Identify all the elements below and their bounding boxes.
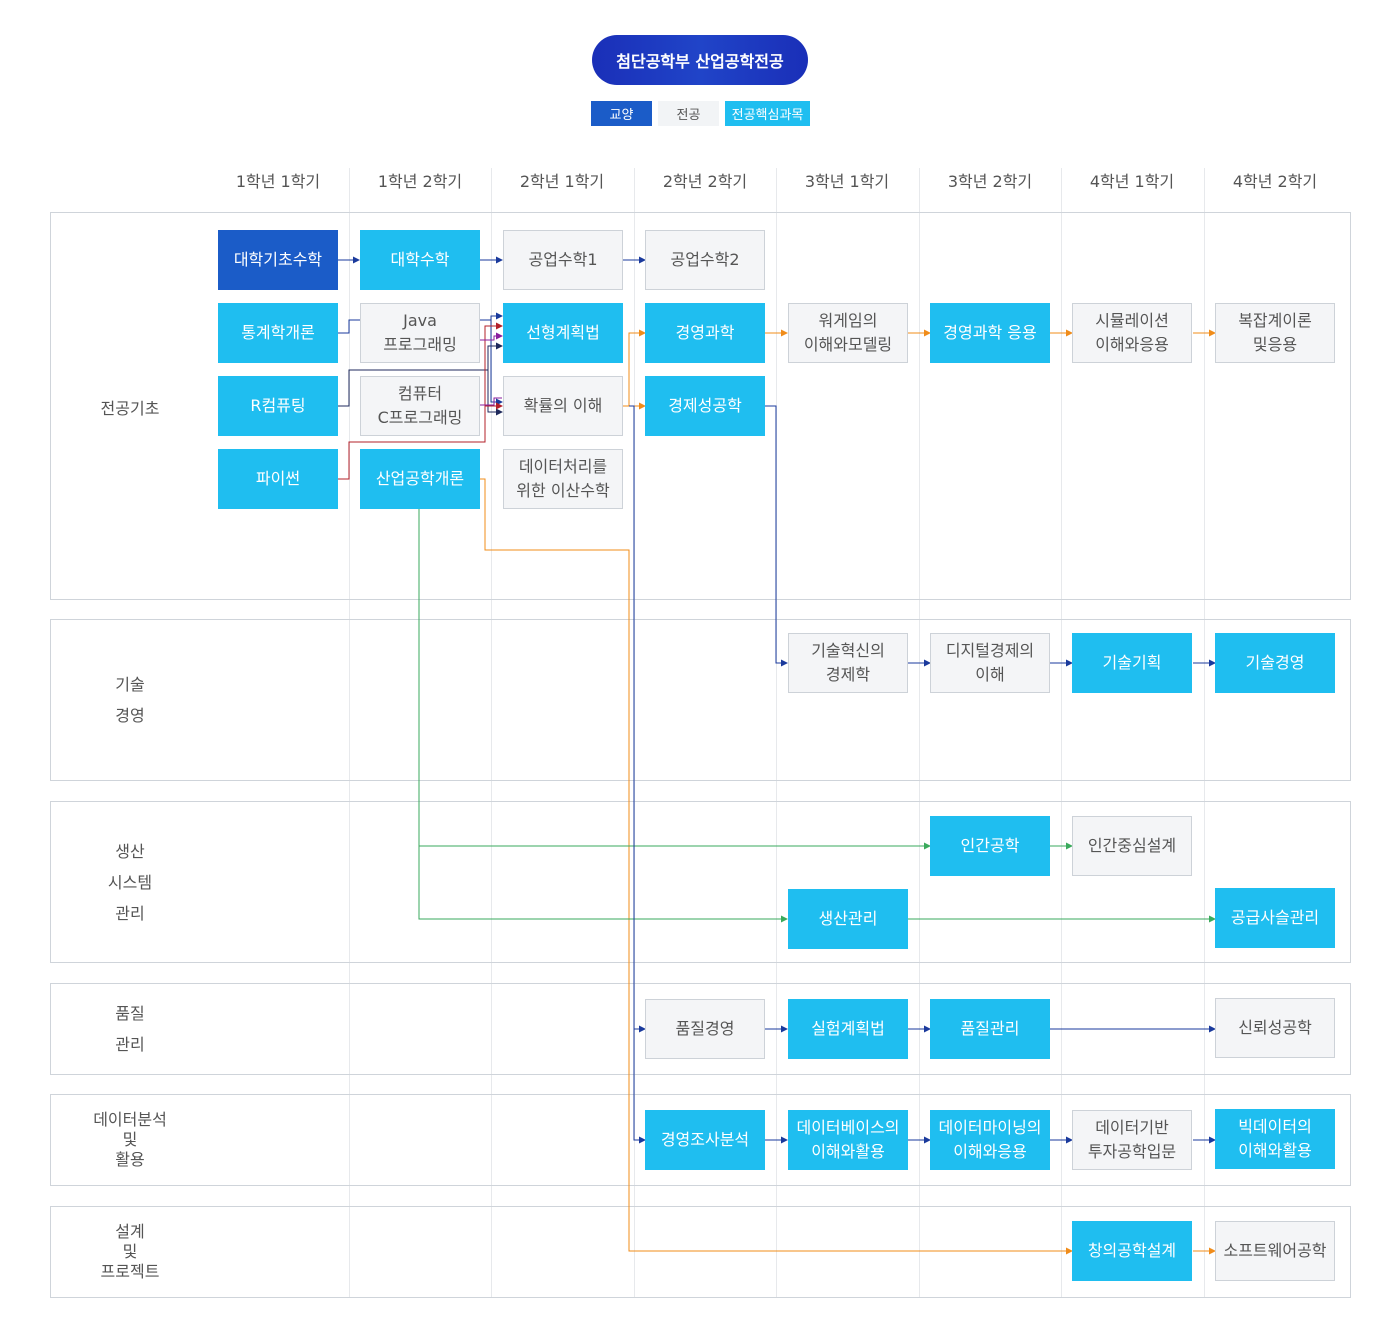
course-reliability-engineering[interactable]: 신뢰성공학 [1215,998,1335,1058]
course-quality-management[interactable]: 품질경영 [645,999,765,1059]
column-divider [1061,168,1062,1298]
course-technology-management[interactable]: 기술경영 [1215,633,1335,693]
course-understanding-probability[interactable]: 확률의 이해 [503,376,623,436]
semester-header: 4학년 2학기 [1232,172,1318,191]
semester-header: 2학년 2학기 [662,172,748,191]
band-tech-management [50,619,1351,781]
legend-major: 전공 [658,101,719,126]
category-label-basics: 전공기초 [100,399,160,418]
course-intro-statistics[interactable]: 통계학개론 [218,303,338,363]
course-python[interactable]: 파이썬 [218,449,338,509]
band-basics [50,212,1351,600]
arrow-r-to-lp [338,342,503,407]
band-production [50,801,1351,963]
course-technology-planning[interactable]: 기술기획 [1072,633,1192,693]
course-business-research[interactable]: 경영조사분석 [645,1110,765,1170]
column-divider [491,168,492,1298]
course-design-of-experiments[interactable]: 실험계획법 [788,999,908,1059]
semester-header: 1학년 1학기 [235,172,321,191]
arrow-prob-to-mgmtsci [623,329,646,407]
arrow-prob-to-survey [633,1029,646,1144]
course-ergonomics[interactable]: 인간공학 [930,816,1050,876]
course-engineering-math-1[interactable]: 공업수학1 [503,230,623,290]
course-supply-chain-management[interactable]: 공급사슬관리 [1215,888,1335,948]
arrow-intro-to-creative-design [480,478,1073,1255]
course-quality-control[interactable]: 품질관리 [930,999,1050,1059]
course-management-science[interactable]: 경영과학 [645,303,765,363]
semester-header: 4학년 1학기 [1089,172,1175,191]
legend-core: 전공핵심과목 [725,101,810,126]
column-divider [919,168,920,1298]
arrow-stats-to-prob [490,320,503,406]
arrow-c-to-prob [480,397,502,406]
course-intro-industrial-engineering[interactable]: 산업공학개론 [360,449,480,509]
course-human-centered-design[interactable]: 인간중심설계 [1072,816,1192,876]
band-quality [50,983,1351,1075]
band-design [50,1206,1351,1298]
course-university-math[interactable]: 대학수학 [360,230,480,290]
course-software-engineering[interactable]: 소프트웨어공학 [1215,1221,1335,1281]
legend-general: 교양 [591,101,652,126]
semester-header: 3학년 2학기 [947,172,1033,191]
column-divider [349,168,350,1298]
course-university-basic-math[interactable]: 대학기초수학 [218,230,338,290]
semester-header: 1학년 2학기 [377,172,463,191]
arrow-r-to-prob [487,370,503,416]
arrow-intro-to-production [418,846,788,923]
course-r-computing[interactable]: R컴퓨팅 [218,376,338,436]
semester-header: 3학년 1학기 [804,172,890,191]
arrow-prob-to-quality-mgmt [629,405,646,1033]
arrow-econ-to-innovation [765,405,788,667]
page-title: 첨단공학부 산업공학전공 [592,35,808,85]
course-engineering-economy[interactable]: 경제성공학 [645,376,765,436]
course-engineering-math-2[interactable]: 공업수학2 [645,230,765,290]
column-divider [1204,168,1205,1298]
band-data [50,1094,1351,1186]
course-management-science-application[interactable]: 경영과학 응용 [930,303,1050,363]
course-linear-programming[interactable]: 선형계획법 [503,303,623,363]
column-divider [776,168,777,1298]
arrow-python-to-lp [338,322,503,480]
semester-header: 2학년 1학기 [519,172,605,191]
arrow-java-to-lp [480,332,503,341]
course-creative-engineering-design[interactable]: 창의공학설계 [1072,1221,1192,1281]
course-production-management[interactable]: 생산관리 [788,889,908,949]
